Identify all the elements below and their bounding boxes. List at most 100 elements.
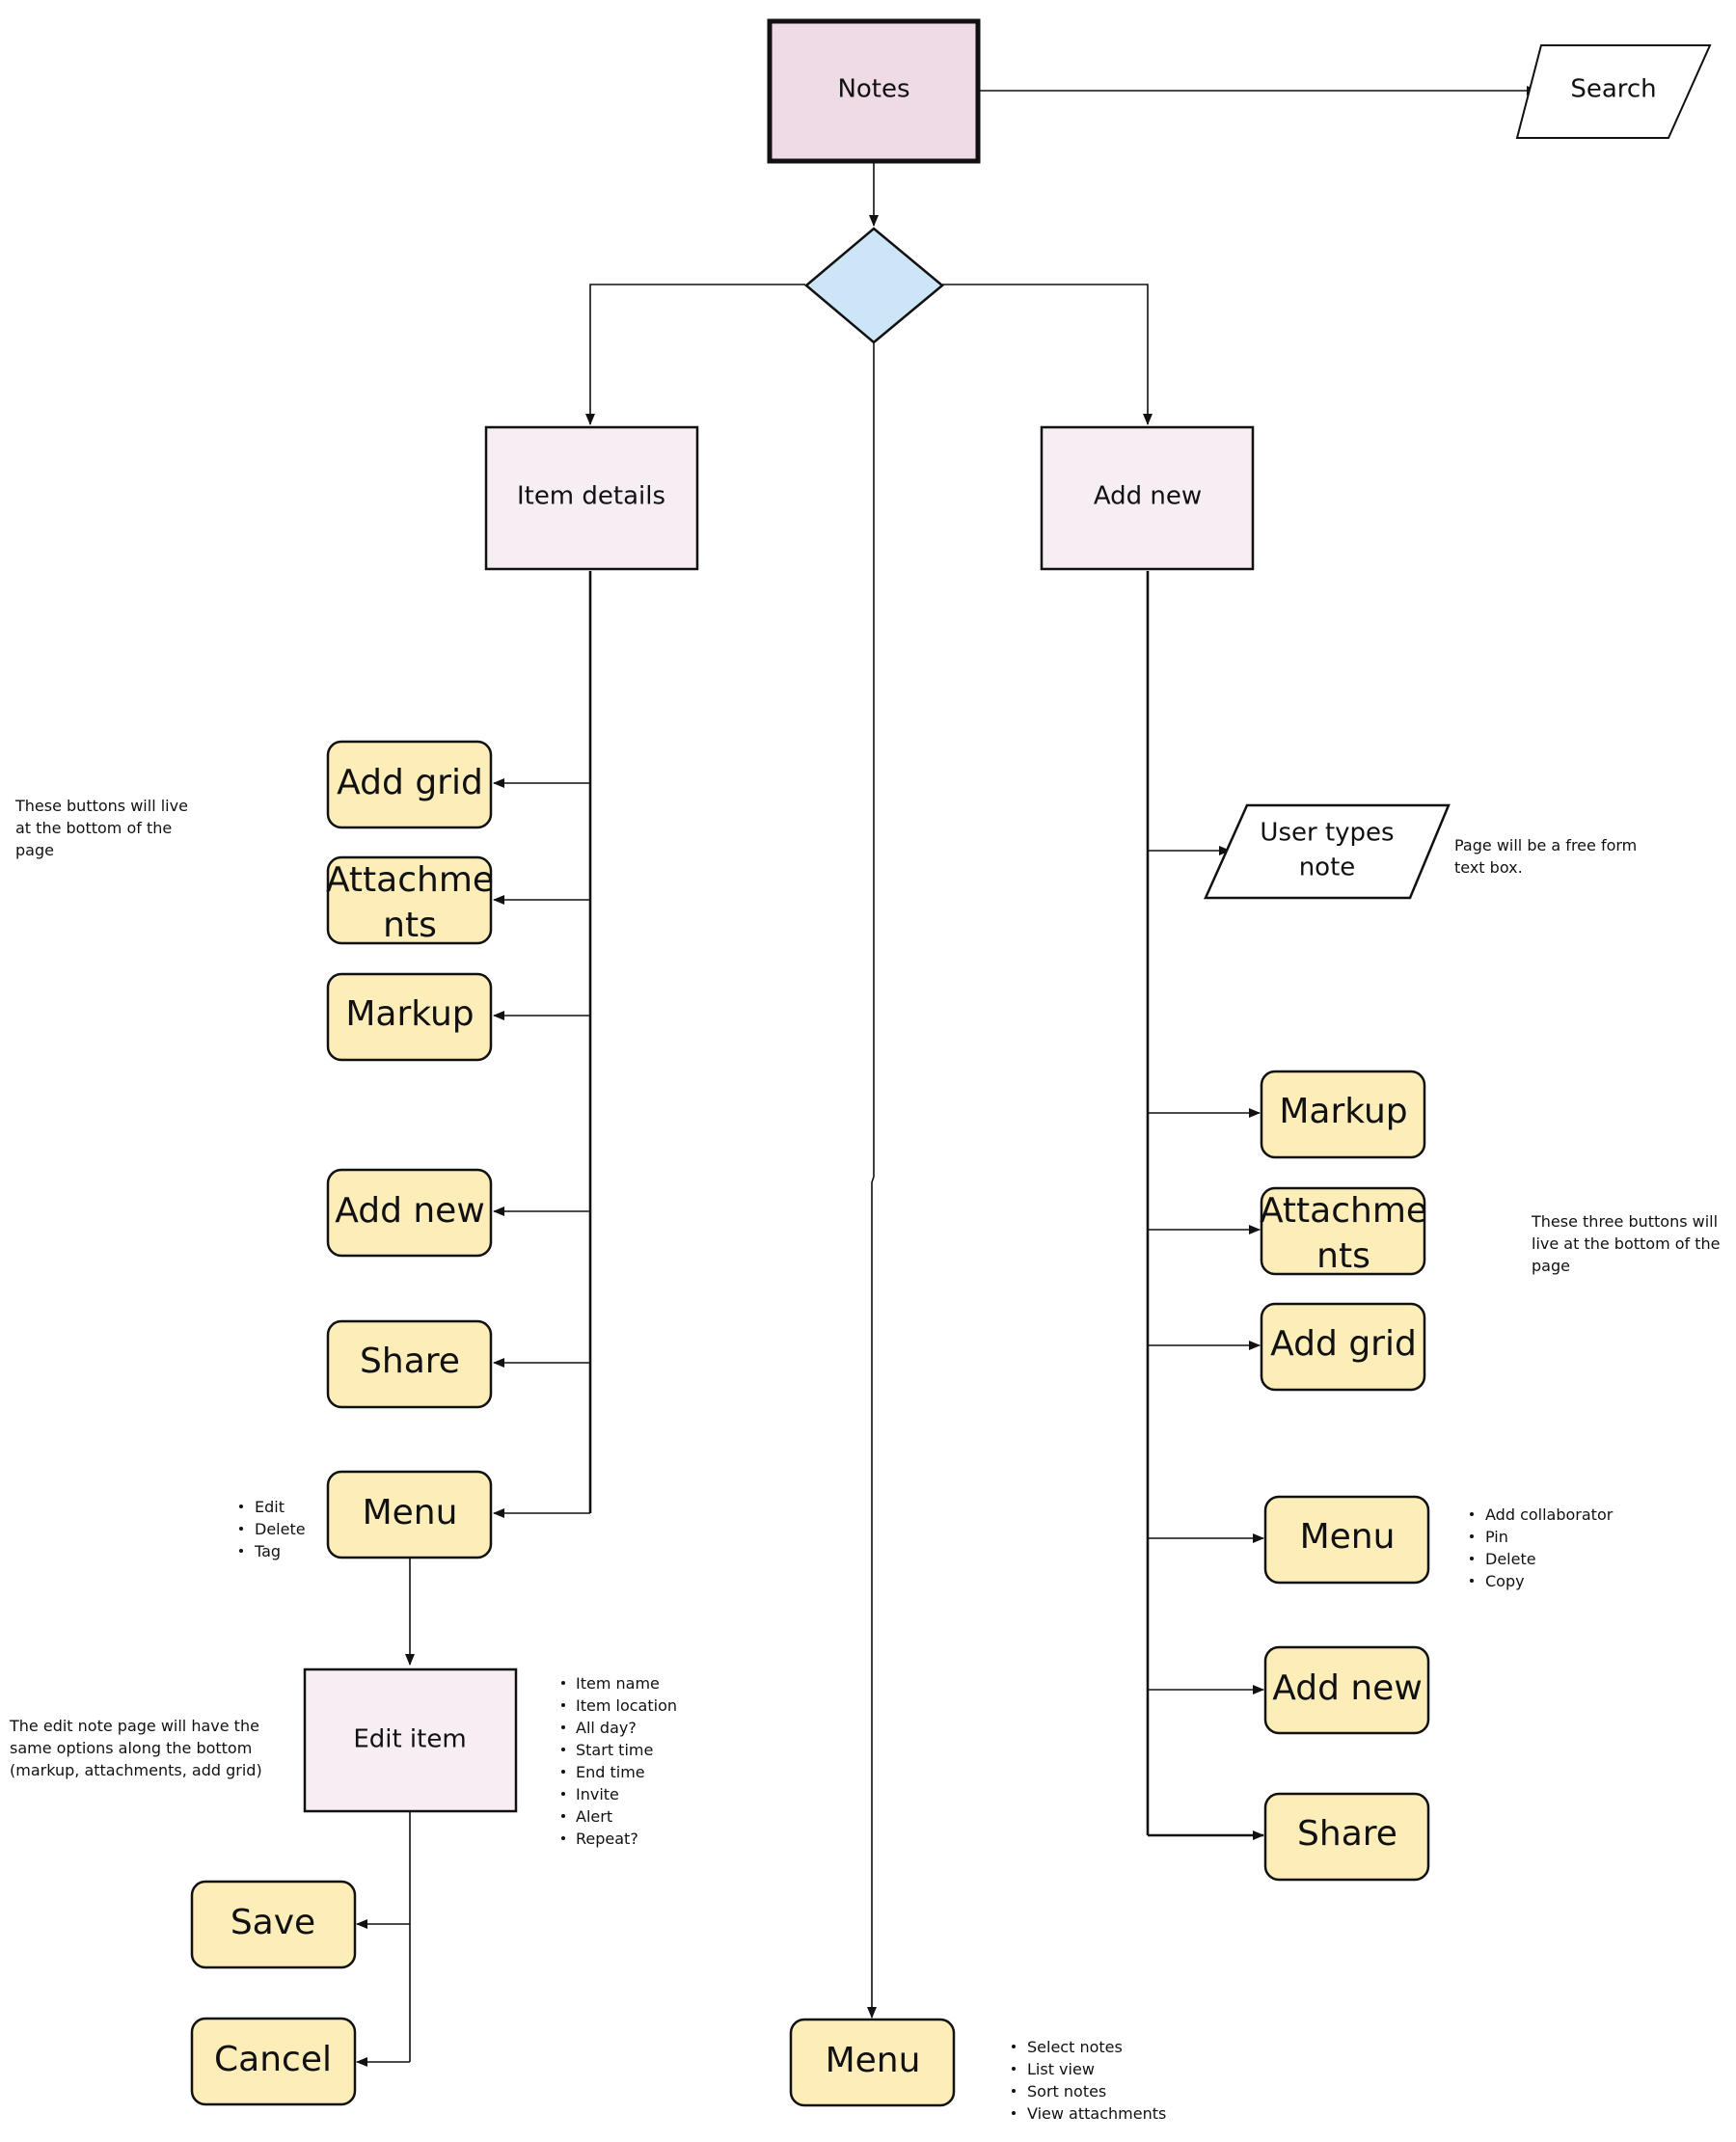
center-menu-option: Select notes [1027, 2038, 1123, 2056]
user-types-note-node: User types note [1204, 803, 1451, 900]
right-share-button: Share [1263, 1792, 1430, 1882]
user-types-note-label-line1: User types [1260, 819, 1394, 848]
edit-item-field: End time [576, 1763, 645, 1781]
left-markup-label: Markup [345, 994, 474, 1034]
center-menu-options-list: Select notes List view Sort notes View a… [1012, 2038, 1166, 2123]
save-button: Save [190, 1880, 357, 1969]
right-menu-option: Add collaborator [1485, 1505, 1614, 1524]
left-buttons-note-line: page [15, 841, 54, 859]
bullet [1012, 2089, 1016, 2093]
left-buttons-note: These buttons will live at the bottom of… [14, 797, 188, 859]
bullet [561, 1814, 565, 1818]
edge-decision-to-item-details [585, 284, 805, 425]
edit-item-field: Item location [576, 1696, 677, 1715]
add-new-node-label: Add new [1094, 482, 1202, 511]
bullet [1012, 2111, 1016, 2115]
user-types-note-label-line2: note [1299, 854, 1356, 882]
edit-item-field: Item name [576, 1674, 660, 1693]
left-markup-button: Markup [326, 972, 493, 1062]
bullet [239, 1505, 243, 1508]
right-buttons-note-line: page [1532, 1257, 1570, 1275]
search-node: Search [1515, 44, 1712, 139]
bullet [1470, 1557, 1474, 1560]
right-attachments-button: Attachme nts [1260, 1186, 1427, 1276]
bullet [239, 1527, 243, 1531]
right-share-label: Share [1297, 1814, 1397, 1854]
item-details-node: Item details [484, 425, 699, 571]
bullet [561, 1725, 565, 1729]
right-menu-button: Menu [1263, 1495, 1430, 1585]
left-menu-option: Edit [255, 1498, 285, 1516]
bullet [1470, 1579, 1474, 1583]
left-menu-button: Menu [326, 1470, 493, 1559]
notes-node: Notes [767, 18, 981, 164]
bullet [239, 1549, 243, 1553]
left-add-grid-label: Add grid [337, 763, 483, 802]
edit-page-note-line: (markup, attachments, add grid) [10, 1761, 262, 1779]
left-attachments-label-line2: nts [383, 906, 437, 945]
bullet [561, 1703, 565, 1707]
right-menu-option: Copy [1485, 1572, 1525, 1590]
edit-page-note-line: The edit note page will have the [9, 1717, 259, 1735]
right-buttons-note-line: live at the bottom of the [1532, 1234, 1721, 1253]
add-new-node: Add new [1040, 425, 1255, 571]
left-buttons-note-line: at the bottom of the [15, 819, 172, 837]
edit-item-field: Invite [576, 1785, 619, 1803]
free-form-note-line: Page will be a free form [1454, 836, 1637, 854]
left-add-grid-button: Add grid [326, 740, 493, 829]
left-menu-option: Delete [255, 1520, 306, 1538]
left-share-button: Share [326, 1319, 493, 1409]
right-add-grid-button: Add grid [1260, 1302, 1426, 1392]
edit-item-label: Edit item [353, 1725, 466, 1754]
center-menu-option: Sort notes [1027, 2082, 1106, 2101]
left-add-new-button: Add new [326, 1168, 493, 1258]
right-buttons-note-line: These three buttons will [1531, 1212, 1718, 1231]
left-menu-options-list: Edit Delete Tag [239, 1498, 306, 1560]
edit-item-field: All day? [576, 1719, 637, 1737]
right-attachments-label-line2: nts [1316, 1236, 1370, 1276]
right-menu-options-list: Add collaborator Pin Delete Copy [1470, 1505, 1614, 1590]
edit-item-field: Start time [576, 1741, 653, 1759]
edit-page-note: The edit note page will have the same op… [9, 1717, 262, 1779]
cancel-label: Cancel [214, 2040, 332, 2079]
left-attachments-button: Attachme nts [326, 855, 494, 945]
right-menu-option: Pin [1485, 1528, 1508, 1546]
edit-item-field: Repeat? [576, 1830, 638, 1848]
left-menu-option: Tag [254, 1542, 281, 1560]
center-menu-label: Menu [826, 2041, 921, 2080]
save-label: Save [231, 1903, 315, 1942]
bullet [1012, 2045, 1016, 2048]
left-add-new-label: Add new [335, 1191, 485, 1231]
left-attachments-label-line1: Attachme [326, 860, 494, 900]
center-menu-option: List view [1027, 2060, 1095, 2078]
edit-item-node: Edit item [303, 1668, 518, 1813]
bullet [1470, 1512, 1474, 1516]
edge-decision-to-add-new [942, 284, 1153, 425]
free-form-note: Page will be a free form text box. [1454, 836, 1637, 877]
edit-item-field: Alert [576, 1807, 612, 1826]
left-menu-label: Menu [363, 1493, 458, 1532]
bullet [561, 1836, 565, 1840]
bullet [1012, 2067, 1016, 2071]
search-label: Search [1570, 75, 1656, 104]
edge-decision-to-center-menu [867, 343, 877, 2019]
right-markup-button: Markup [1260, 1070, 1426, 1159]
edit-item-fields-list: Item name Item location All day? Start t… [561, 1674, 677, 1848]
center-menu-option: View attachments [1027, 2104, 1166, 2123]
left-buttons-note-line: These buttons will live [14, 797, 188, 815]
center-menu-button: Menu [789, 2018, 956, 2107]
free-form-note-line: text box. [1454, 858, 1523, 877]
bullet [561, 1792, 565, 1796]
right-add-new-button: Add new [1263, 1645, 1430, 1735]
bullet [561, 1770, 565, 1774]
right-attachments-label-line1: Attachme [1260, 1191, 1427, 1231]
bullet [561, 1681, 565, 1685]
item-details-label: Item details [517, 482, 665, 511]
bullet [1470, 1534, 1474, 1538]
connectors [356, 86, 1538, 2067]
right-add-grid-label: Add grid [1270, 1324, 1417, 1364]
left-share-label: Share [360, 1342, 460, 1381]
right-menu-option: Delete [1485, 1550, 1536, 1568]
right-buttons-note: These three buttons will live at the bot… [1531, 1212, 1721, 1275]
